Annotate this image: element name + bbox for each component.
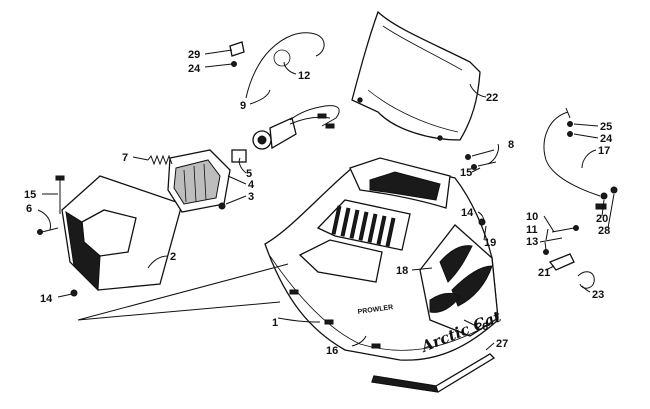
adjuster-spring xyxy=(147,154,173,166)
callout-4: 4 xyxy=(248,179,255,191)
callout-15: 15 xyxy=(460,167,472,179)
callout-8: 8 xyxy=(508,139,514,151)
callout-13: 13 xyxy=(526,236,538,248)
cable xyxy=(543,107,618,210)
callout-14: 14 xyxy=(40,293,53,305)
callout-7: 7 xyxy=(122,152,128,164)
callout-27: 27 xyxy=(496,338,508,350)
callout-3: 3 xyxy=(248,191,254,203)
callout-5: 5 xyxy=(246,168,252,180)
callout-11: 11 xyxy=(526,224,538,236)
headlight-bezel xyxy=(61,175,183,292)
callout-19: 19 xyxy=(484,237,496,249)
leader-lines xyxy=(37,49,615,351)
callout-18: 18 xyxy=(396,265,408,277)
callout-21: 21 xyxy=(538,267,550,279)
callout-24: 24 xyxy=(600,133,613,145)
trim-strip xyxy=(371,353,496,393)
hood: PROWLER Arctic Cat xyxy=(264,157,504,361)
callout-17: 17 xyxy=(598,145,610,157)
hood-model-decal: PROWLER xyxy=(357,304,393,316)
callout-15: 15 xyxy=(24,189,36,201)
callout-9: 9 xyxy=(240,100,246,112)
callout-6: 6 xyxy=(26,203,32,215)
callout-10: 10 xyxy=(526,211,538,223)
callout-14: 14 xyxy=(461,207,474,219)
latch-hardware xyxy=(539,225,595,289)
bulb-socket xyxy=(231,117,297,163)
headlight-harness xyxy=(245,32,340,129)
callout-28: 28 xyxy=(598,225,610,237)
callout-22: 22 xyxy=(486,92,498,104)
headlight xyxy=(167,149,231,213)
callout-23: 23 xyxy=(592,289,604,301)
windshield xyxy=(351,10,481,141)
callout-12: 12 xyxy=(298,70,310,82)
callout-20: 20 xyxy=(596,213,608,225)
callout-1: 1 xyxy=(272,317,278,329)
callout-25: 25 xyxy=(600,121,612,133)
callout-2: 2 xyxy=(170,251,176,263)
callout-29: 29 xyxy=(188,49,200,61)
harness-clip xyxy=(229,41,245,67)
callouts: 29 24 12 9 22 7 5 4 3 15 6 2 14 8 15 14 … xyxy=(24,49,613,357)
callout-16: 16 xyxy=(326,345,338,357)
callout-26: 26 xyxy=(476,321,488,333)
callout-24: 24 xyxy=(188,63,201,75)
